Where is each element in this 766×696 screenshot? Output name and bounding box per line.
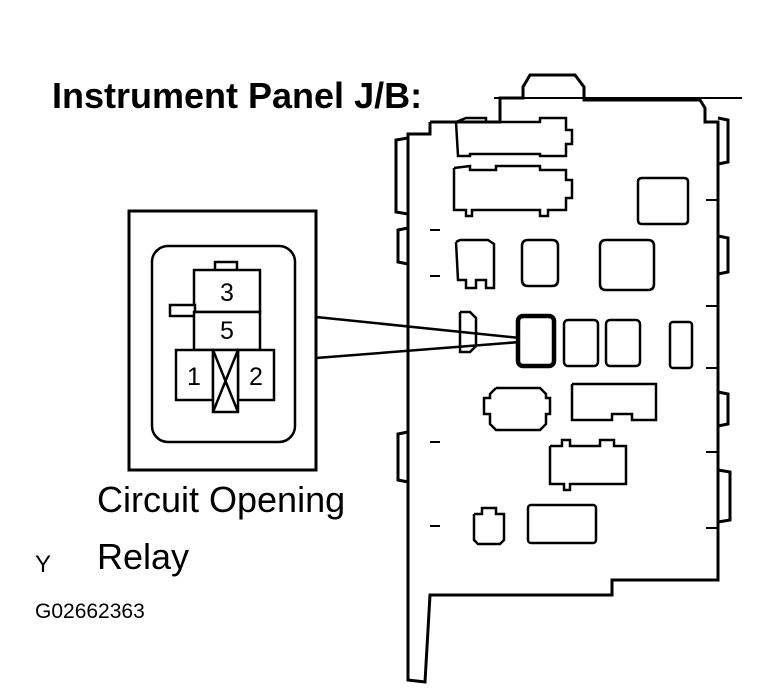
relay-pin-layout xyxy=(168,260,276,414)
socket-bottom-middle xyxy=(548,438,628,492)
relay-slot-4 xyxy=(668,320,694,370)
pin-label-5: 5 xyxy=(220,317,234,345)
pin-3-box xyxy=(192,268,262,314)
relay-caption-line1: Circuit Opening xyxy=(97,479,345,520)
wide-connector-2 xyxy=(452,164,574,218)
right-tab-4 xyxy=(717,468,732,524)
diagram-title: Instrument Panel J/B: xyxy=(52,75,422,116)
circuit-opening-relay-slot xyxy=(515,313,557,369)
right-tab-1 xyxy=(717,116,730,166)
callout-lines xyxy=(315,315,521,360)
figure-id: G02662363 xyxy=(35,600,145,623)
socket-lower-right xyxy=(570,382,658,422)
relay-outline xyxy=(150,244,297,444)
junction-block xyxy=(394,73,732,684)
right-tab-2 xyxy=(717,234,730,276)
left-tab-1 xyxy=(394,136,409,216)
relay-caption-line2: Relay xyxy=(97,536,189,577)
relay-slot-3 xyxy=(604,318,642,368)
relay-slot-2 xyxy=(562,318,600,368)
socket-bottom-right xyxy=(526,503,598,545)
socket-middle xyxy=(520,238,560,288)
right-tab-3 xyxy=(717,390,730,428)
pin-label-2: 2 xyxy=(249,363,263,391)
square-socket xyxy=(636,176,690,226)
pin-label-1: 1 xyxy=(187,363,201,391)
relay-detail: 3 5 1 2 xyxy=(127,209,318,472)
junction-block-outline xyxy=(406,73,720,684)
block-components xyxy=(452,116,694,546)
socket-right xyxy=(598,238,656,292)
socket-bottom-left xyxy=(472,506,506,546)
left-tab-2 xyxy=(396,226,409,266)
left-tab-3 xyxy=(396,430,409,484)
pin-label-3: 3 xyxy=(220,279,234,307)
location-marker: Y xyxy=(35,551,51,578)
socket-lower-left xyxy=(482,386,552,432)
wide-connector-1 xyxy=(454,116,574,158)
socket-left xyxy=(454,238,496,290)
